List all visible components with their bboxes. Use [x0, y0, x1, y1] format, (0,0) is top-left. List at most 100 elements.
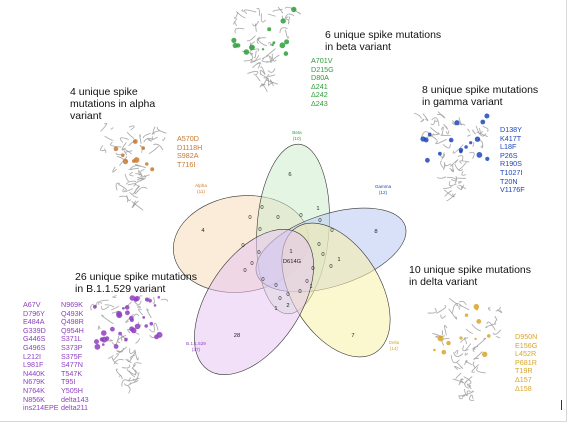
mutation-item: Δ243 [311, 98, 328, 108]
venn-label-omicron: B.1.1.529(37) [186, 341, 206, 352]
venn-label-delta: Delta(14) [389, 340, 400, 351]
mutation-item: L452R [515, 349, 537, 359]
delta-spike-structure-icon [427, 298, 503, 401]
venn-label-alpha: Alpha(11) [195, 183, 207, 194]
venn-count-intersection: 0 [276, 215, 279, 221]
mutation-item: G446S [23, 334, 46, 344]
venn-count-intersection: 0 [257, 250, 260, 256]
mutation-item: Q493K [61, 308, 84, 318]
venn-label-gamma: Gamma(12) [375, 184, 392, 195]
venn-count-intersection: 0 [299, 213, 302, 219]
mutation-item: D1118H [177, 142, 203, 152]
venn-count-gamma: 8 [374, 229, 377, 235]
mutation-item: D796Y [23, 308, 45, 318]
venn-count-intersection: 0 [318, 218, 321, 224]
venn-count-intersection: 0 [250, 261, 253, 267]
mutation-item: S477N [61, 360, 83, 370]
mutation-item: T716I [177, 159, 196, 169]
venn-count-intersection: 0 [305, 279, 308, 285]
mutation-item: A67V [23, 300, 41, 309]
venn-count-intersection: 0 [243, 268, 246, 274]
mutation-item: L18F [500, 142, 517, 152]
venn-count-intersection: 1 [274, 306, 277, 312]
alpha-spike-structure-icon [100, 122, 167, 211]
mutation-item: S373P [61, 342, 83, 352]
venn-count-beta: 6 [288, 172, 291, 178]
mutation-item: N764K [23, 385, 45, 395]
mutation-item: P26S [500, 150, 518, 160]
omicron-spike-structure-icon [90, 295, 168, 394]
venn-count-intersection: 0 [260, 205, 263, 211]
mutation-item: Y505H [61, 385, 83, 395]
mutation-item: Δ242 [311, 90, 328, 100]
mutation-item: Δ157 [515, 374, 532, 384]
mutation-item: G496S [23, 342, 46, 352]
mutation-item: V1176F [500, 185, 525, 195]
mutation-item: A701V [311, 56, 333, 65]
omicron-heading: 26 unique spike mutations in B.1.1.529 v… [75, 271, 197, 295]
venn-count-intersection: 0 [311, 266, 314, 272]
mutation-item: T547K [61, 368, 83, 378]
mutation-item: T1027I [500, 167, 523, 177]
venn-count-intersection: 0 [278, 296, 281, 302]
venn-count-intersection: 0 [261, 277, 264, 283]
mutation-item: S982A [177, 151, 199, 161]
edge-tick [561, 400, 562, 410]
beta-spike-structure-icon [231, 6, 301, 92]
mutation-item: D138Y [500, 125, 522, 134]
mutation-item: E156G [515, 340, 538, 350]
mutation-item: L212I [23, 351, 41, 361]
venn-count-intersection: 0 [274, 283, 277, 289]
mutation-item: D950N [515, 332, 538, 341]
gamma-spike-structure-icon [414, 111, 490, 202]
venn-count-omicron: 28 [234, 333, 240, 339]
venn-count-intersection: 0 [329, 264, 332, 270]
venn-count-intersection: 0 [298, 289, 301, 295]
venn-center-count: 1 [289, 249, 292, 255]
mutation-item: Q954H [61, 325, 84, 335]
mutation-item: Δ241 [311, 81, 328, 91]
venn-count-intersection: 0 [330, 228, 333, 234]
mutation-item: N440K [23, 368, 45, 378]
mutation-item: T95I [61, 377, 76, 387]
mutation-item: A570D [177, 134, 199, 143]
venn-count-alpha: 4 [201, 228, 205, 234]
mutation-item: N856K [23, 394, 45, 404]
beta-heading: 6 unique spike mutations in beta variant [325, 29, 442, 53]
venn-center-label: D614G [283, 259, 302, 265]
mutation-item: S375F [61, 351, 83, 361]
mutation-item: K417T [500, 133, 522, 143]
venn-count-intersection: 0 [317, 242, 320, 248]
mutation-item: E484A [23, 317, 45, 327]
mutation-item: delta143 [61, 394, 89, 404]
mutation-item: Q498R [61, 317, 84, 327]
mutation-item: delta211 [61, 403, 89, 413]
mutation-item: N969K [61, 300, 83, 309]
mutation-item: N679K [23, 377, 45, 387]
mutation-item: ins214EPE [23, 403, 59, 413]
venn-count-delta: 7 [351, 333, 354, 339]
mutation-item: T19R [515, 366, 533, 376]
mutation-item: D215G [311, 64, 334, 74]
mutation-item: S371L [61, 334, 82, 344]
venn-count-intersection: 1 [337, 257, 340, 263]
mutation-item: L981F [23, 360, 44, 370]
venn-count-intersection: 0 [241, 243, 244, 249]
venn-count-intersection: 2 [286, 303, 289, 309]
gamma-heading: 8 unique spike mutations in gamma varian… [422, 84, 539, 108]
venn-set-omicron [194, 229, 314, 375]
mutation-item: T20N [500, 176, 518, 186]
venn-count-intersection: 1 [309, 284, 312, 290]
venn-count-intersection: 0 [258, 227, 261, 233]
venn-count-intersection: 0 [248, 215, 251, 221]
venn-count-intersection: 0 [321, 252, 324, 258]
venn-count-intersection: 0 [286, 292, 289, 298]
mutation-item: P681R [515, 357, 537, 367]
delta-heading: 10 unique spike mutations in delta varia… [409, 264, 531, 288]
